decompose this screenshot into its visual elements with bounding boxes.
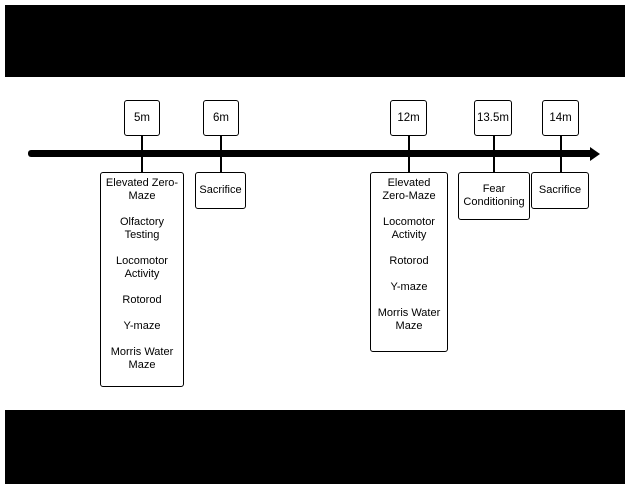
timepoint-tick-5m-top [141,136,143,150]
activity-box-14m: Sacrifice [531,172,589,209]
timepoint-label-text: 12m [397,112,420,124]
activity-box-13-5m: Fear Conditioning [458,172,530,220]
activity-box-12m: Elevated Zero-Maze Locomotor Activity Ro… [370,172,448,352]
timepoint-label-6m: 6m [203,100,239,136]
activity-item: Y-maze [123,320,161,332]
activity-item: Sacrifice [538,184,582,196]
timepoint-tick-12m-bottom [408,157,410,172]
activity-item: Sacrifice [199,184,242,196]
timepoint-label-text: 6m [213,112,229,124]
bottom-black-band [5,410,625,484]
timepoint-label-14m: 14m [542,100,579,136]
timepoint-label-text: 5m [134,112,150,124]
activity-item: Locomotor Activity [116,255,168,280]
timepoint-label-12m: 12m [390,100,427,136]
activity-item: Y-maze [390,281,428,293]
top-black-band [5,5,625,77]
timeline-arrowhead [590,147,600,161]
activity-box-6m: Sacrifice [195,172,246,209]
timepoint-tick-14m-top [560,136,562,150]
activity-item: Fear Conditioning [463,183,525,208]
timepoint-label-text: 14m [549,112,572,124]
timepoint-tick-6m-bottom [220,157,222,172]
activity-item: Rotorod [389,255,429,267]
activity-item: Locomotor Activity [383,216,435,241]
activity-item: Elevated Zero-Maze [105,177,179,202]
timeline-axis [28,150,594,157]
activity-item: Elevated Zero-Maze [382,177,436,202]
activity-item: Rotorod [122,294,162,306]
activity-box-5m: Elevated Zero-Maze Olfactory Testing Loc… [100,172,184,387]
activity-item: Morris Water Maze [377,307,441,332]
timepoint-label-5m: 5m [124,100,160,136]
timepoint-tick-13-5m-top [493,136,495,150]
activity-item: Olfactory Testing [119,216,164,241]
activity-item: Morris Water Maze [110,346,174,371]
timepoint-tick-12m-top [408,136,410,150]
timepoint-label-text: 13.5m [477,112,509,124]
timepoint-tick-13-5m-bottom [493,157,495,172]
timepoint-label-13-5m: 13.5m [474,100,512,136]
timepoint-tick-6m-top [220,136,222,150]
timepoint-tick-14m-bottom [560,157,562,172]
timepoint-tick-5m-bottom [141,157,143,172]
